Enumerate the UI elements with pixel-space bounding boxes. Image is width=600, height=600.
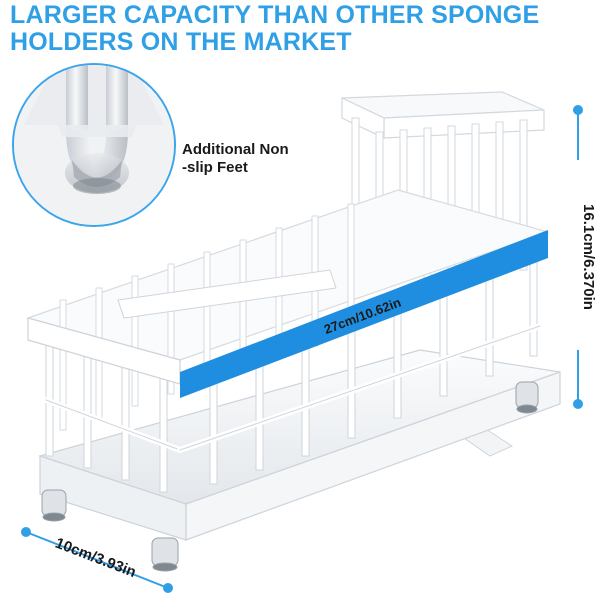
- depth-dimension-marker: [21, 527, 173, 593]
- drip-tray: [37, 349, 561, 541]
- non-slip-feet: [41, 381, 539, 572]
- callout-line-2: -slip Feet: [182, 159, 248, 176]
- headline: LARGER CAPACITY THAN OTHER SPONGE HOLDER…: [10, 2, 595, 56]
- headline-line-1: LARGER CAPACITY THAN OTHER SPONGE: [10, 1, 540, 29]
- divider: [117, 269, 337, 319]
- depth-label: 10cm/3.93in: [53, 535, 139, 581]
- height-label: 16.1cm/6.370in: [580, 204, 597, 310]
- foot-front-left: [41, 489, 67, 522]
- foot-front-right: [151, 537, 179, 572]
- callout-line-1: Additional Non: [182, 141, 289, 158]
- basket-horizontal-rails: [43, 323, 543, 453]
- basket-front-bars: [45, 261, 538, 493]
- headline-line-2: HOLDERS ON THE MARKET: [10, 28, 352, 56]
- non-slip-foot-closeup: [12, 63, 176, 227]
- tall-compartment: [341, 91, 545, 139]
- non-slip-foot-illustration: [14, 65, 174, 225]
- non-slip-feet-callout: Additional Non -slip Feet: [182, 141, 289, 177]
- length-dimension-band: [180, 230, 548, 398]
- foot-back-right: [515, 381, 539, 414]
